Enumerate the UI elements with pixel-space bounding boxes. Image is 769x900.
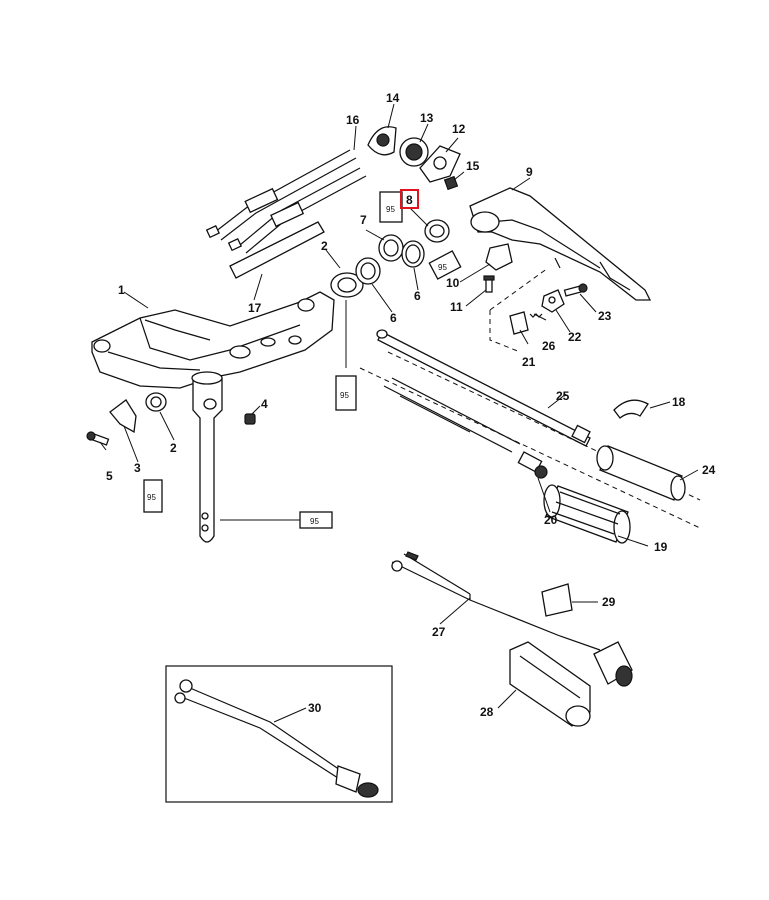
callout-2: 2	[170, 441, 177, 455]
harness-30	[174, 679, 379, 798]
callout-23: 23	[598, 309, 612, 323]
callout-30: 30	[308, 701, 322, 715]
handle-grip	[543, 484, 631, 544]
bushing-lower	[145, 392, 167, 412]
callout-15: 15	[466, 159, 480, 173]
nut-22	[541, 289, 565, 313]
screw-23	[563, 283, 588, 297]
callout-22: 22	[568, 330, 582, 344]
throttle-tube	[596, 445, 686, 501]
callout-17: 17	[248, 301, 262, 315]
callout-28: 28	[480, 705, 494, 719]
spring-26	[529, 313, 543, 318]
plug-4	[244, 413, 256, 425]
dashed-group-21-26	[489, 267, 549, 353]
lubricant-tube-bushing: 95	[335, 375, 357, 411]
lubricant-label: 95	[438, 263, 447, 272]
lubricant-label: 95	[340, 391, 349, 400]
callout-9: 9	[526, 165, 533, 179]
callout-16: 16	[346, 113, 360, 127]
callout-25: 25	[556, 389, 570, 403]
washer-6b	[401, 240, 425, 268]
grip-cap	[613, 399, 649, 419]
bracket-10	[485, 243, 513, 271]
callout-6: 6	[414, 289, 421, 303]
callout-labels: 1 2 2 3 4 5 6 6 7 8 9 10 11 12 13 14 15 …	[106, 91, 716, 719]
callout-27: 27	[432, 625, 446, 639]
steering-bracket	[91, 291, 335, 389]
sleeve	[229, 221, 325, 279]
lubricant-tube-shaft: 95	[299, 511, 333, 529]
callout-13: 13	[420, 111, 434, 125]
friction-knob-21	[509, 311, 529, 335]
retainer-plate	[109, 399, 137, 434]
callout-1: 1	[118, 283, 125, 297]
screw-5	[86, 431, 110, 446]
callout-20: 20	[544, 513, 558, 527]
lubricant-tube-bracket: 95	[379, 191, 403, 223]
friction-knob-13	[399, 137, 429, 167]
callout-8: 8	[406, 193, 413, 207]
highlight-box	[400, 189, 419, 209]
lubricant-label: 95	[386, 205, 395, 214]
callout-12: 12	[452, 122, 466, 136]
clip-29	[541, 583, 573, 617]
bolt-11	[483, 275, 495, 293]
callout-5: 5	[106, 469, 113, 483]
steering-shaft	[191, 371, 223, 543]
ring-8	[424, 219, 450, 243]
wave-washer-7	[378, 234, 404, 262]
throttle-shift-cables	[205, 149, 367, 254]
callout-18: 18	[672, 395, 686, 409]
callout-7: 7	[360, 213, 367, 227]
callout-26: 26	[542, 339, 556, 353]
washer-6a	[355, 257, 381, 285]
plate-12	[419, 145, 461, 183]
callout-24: 24	[702, 463, 716, 477]
stop-switch-harness	[383, 377, 548, 479]
friction-block-14	[367, 126, 397, 156]
lubricant-label: 95	[310, 517, 319, 526]
inset-frame	[165, 665, 393, 803]
callout-14: 14	[386, 91, 400, 105]
lubricant-tube-lower: 95	[143, 479, 163, 513]
lubricant-tube-handle: 95	[428, 250, 462, 280]
callout-4: 4	[261, 397, 268, 411]
callout-21: 21	[522, 355, 536, 369]
tiller-handle	[469, 187, 652, 301]
callout-2: 2	[321, 239, 328, 253]
harness-27	[391, 551, 633, 687]
callout-3: 3	[134, 461, 141, 475]
callout-11: 11	[450, 300, 463, 314]
callout-19: 19	[654, 540, 668, 554]
callout-29: 29	[602, 595, 616, 609]
leader-lines	[99, 103, 699, 723]
bracket-28	[509, 641, 591, 727]
lubricant-label: 95	[147, 493, 156, 502]
stop-switch-harness-outline	[359, 351, 701, 529]
bushing-upper	[330, 272, 364, 298]
callout-6: 6	[390, 311, 397, 325]
throttle-shaft	[376, 329, 591, 447]
callout-10: 10	[446, 276, 460, 290]
